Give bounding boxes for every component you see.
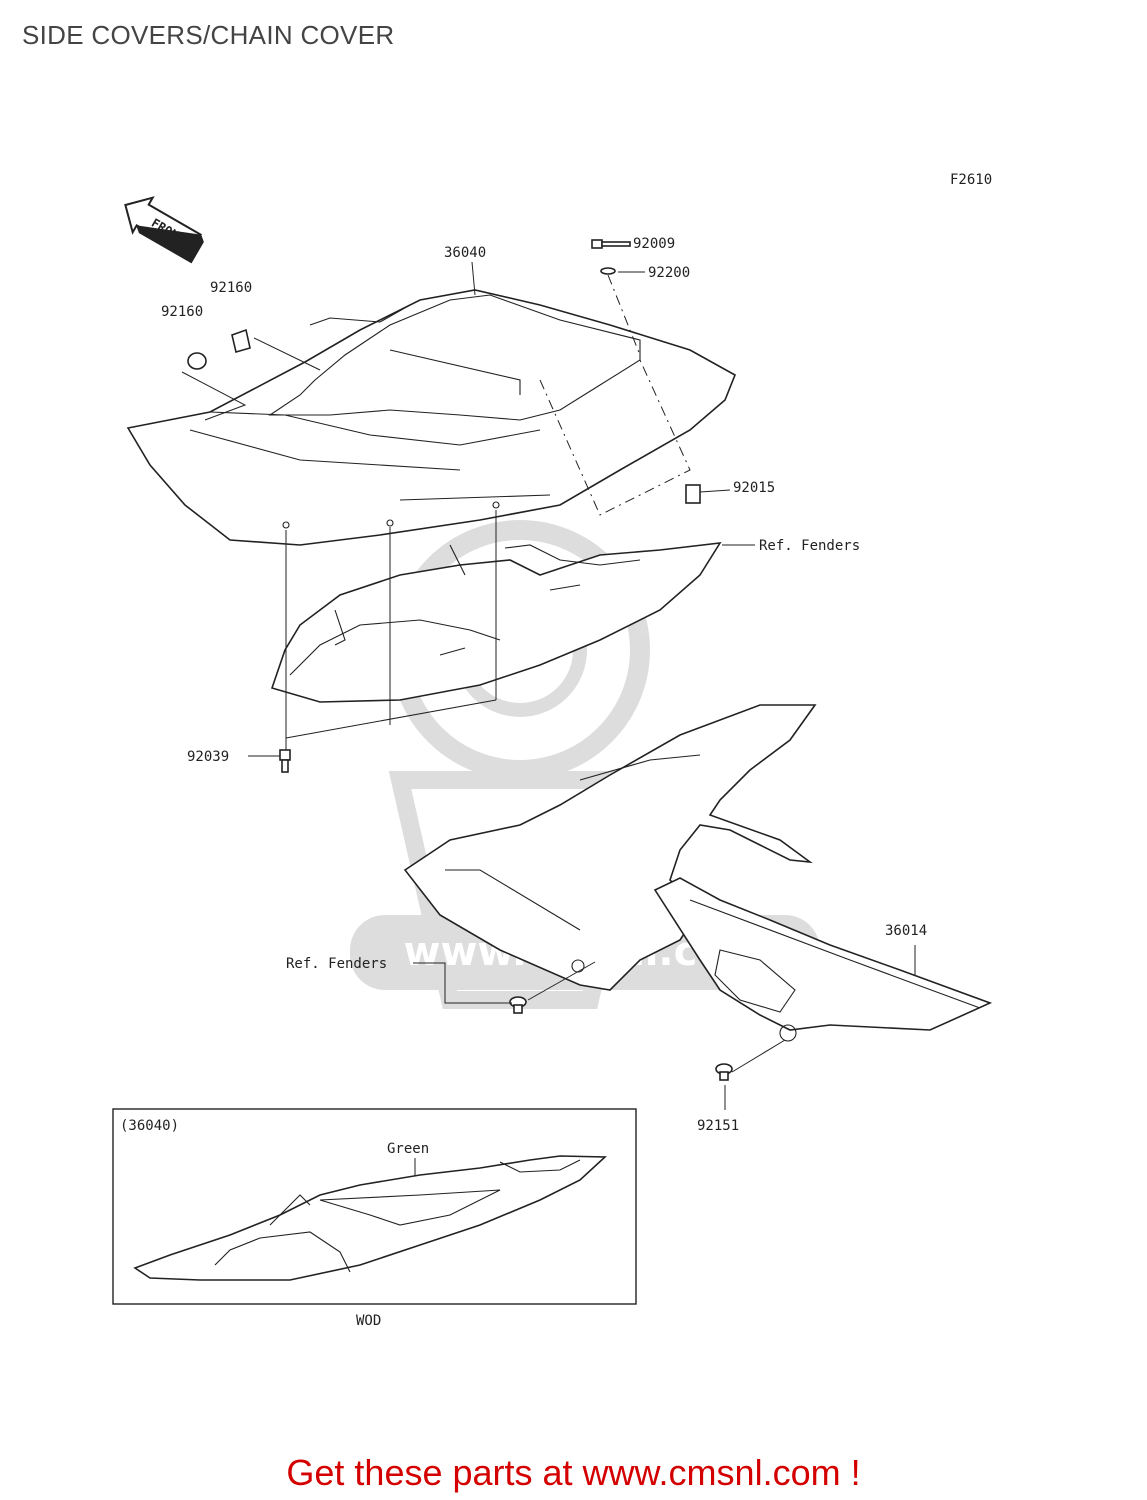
label-36040: 36040	[444, 245, 486, 261]
seat-cowl-36040	[126, 289, 737, 546]
leader-lines	[181, 261, 916, 1110]
label-ref-fenders-top: Ref. Fenders	[759, 538, 860, 554]
rivet-92039-icon	[279, 749, 291, 773]
figure-code: F2610	[950, 172, 992, 188]
label-36014: 36014	[885, 923, 927, 939]
grommet-92160-b-icon	[187, 352, 207, 370]
exploded-parts-diagram: www.cmsnl.com F2610 FRONT	[112, 172, 993, 1329]
chain-cover-36014	[403, 704, 993, 1042]
nut-92015-icon	[685, 484, 701, 504]
label-92039: 92039	[187, 749, 229, 765]
inset-code: WOD	[356, 1313, 381, 1329]
inset-color: Green	[387, 1141, 429, 1157]
front-arrow-icon: FRONT	[124, 196, 204, 264]
label-92151: 92151	[697, 1118, 739, 1134]
bolt-92009-icon	[591, 239, 631, 249]
washer-92200-icon	[600, 267, 616, 275]
inset-ref: (36040)	[120, 1118, 179, 1134]
label-92015: 92015	[733, 480, 775, 496]
page-title: SIDE COVERS/CHAIN COVER	[22, 20, 395, 50]
variant-inset: (36040) Green	[112, 1108, 637, 1305]
bolt-92151-icon	[715, 1063, 733, 1081]
label-92200: 92200	[648, 265, 690, 281]
bolt-ref-fenders-icon	[509, 996, 527, 1014]
label-92009: 92009	[633, 236, 675, 252]
label-92160-b: 92160	[161, 304, 203, 320]
label-ref-fenders-bottom: Ref. Fenders	[286, 956, 387, 972]
label-92160-a: 92160	[210, 280, 252, 296]
grommet-92160-a-icon	[231, 328, 251, 353]
footer-link[interactable]: Get these parts at www.cmsnl.com !	[286, 1452, 861, 1493]
